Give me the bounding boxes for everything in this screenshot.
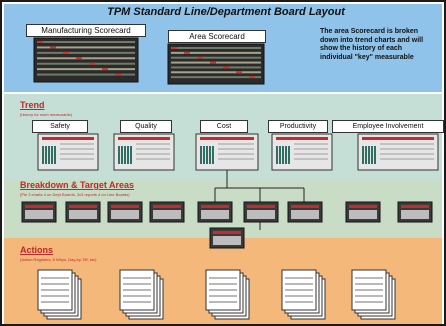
trend-chart-safety-bar (48, 146, 50, 164)
area-scorecard-thumbnail-row (171, 56, 261, 59)
trend-chart-employee-involvement-bar (374, 146, 376, 164)
manufacturing-scorecard-thumbnail-row (37, 46, 135, 49)
trend-chart-cost-bar (200, 146, 202, 164)
trend-chart-productivity-bar (288, 146, 290, 164)
area-scorecard-thumbnail-flag (223, 66, 229, 69)
trend-chart-quality-bar (118, 146, 120, 164)
trend-chart-safety-bar (45, 146, 47, 164)
breakdown-card-5-body (201, 210, 229, 219)
breakdown-card-4-body (153, 210, 181, 219)
trend-chart-employee-involvement-bar (362, 146, 364, 164)
trend-chart-employee-involvement-bar (371, 146, 373, 164)
manufacturing-scorecard-thumbnail-row (37, 62, 135, 65)
actions-subtitle: (Action Registers, 5 Whys, Day-by-Tiff, … (20, 257, 97, 262)
manufacturing-scorecard-thumbnail-row (37, 68, 135, 71)
breakdown-title: Breakdown & Target Areas (20, 180, 135, 190)
area-scorecard-thumbnail-row (171, 76, 261, 79)
manufacturing-scorecard-thumbnail-flag (115, 73, 121, 76)
trend-subtitle: (history for each measurable) (20, 112, 73, 117)
area-scorecard-thumbnail-row (171, 71, 261, 74)
trend-chart-quality-bar (127, 146, 129, 164)
breakdown-card-2-body (69, 210, 97, 219)
manufacturing-scorecard-thumbnail-flag (89, 62, 95, 65)
area-scorecard-thumbnail-flag (210, 61, 216, 64)
trend-chart-safety-bar (51, 146, 53, 164)
area-scorecard-thumbnail-flag (197, 56, 203, 59)
area-scorecard-thumbnail-flag (236, 71, 242, 74)
breakdown-card-1-body (25, 210, 53, 219)
breakdown-card-9-body (401, 210, 429, 219)
breakdown-card-8-body (349, 210, 377, 219)
breakdown-card-lower-body (213, 236, 241, 245)
trend-chart-productivity-bar (276, 146, 278, 164)
trend-pill-safety: Safety (32, 120, 88, 133)
actions-title: Actions (20, 245, 54, 255)
manufacturing-scorecard-thumbnail-row (37, 73, 135, 76)
manufacturing-scorecard-thumbnail-flag (50, 46, 56, 49)
trend-chart-cost-bar (212, 146, 214, 164)
diagram-title: TPM Standard Line/Department Board Layou… (107, 6, 345, 18)
manufacturing-scorecard-thumbnail-flag (37, 41, 43, 43)
area-scorecard-thumbnail-row (171, 51, 261, 54)
trend-chart-employee-involvement-header (362, 137, 434, 140)
trend-chart-productivity-bar (285, 146, 287, 164)
breakdown-card-3-header (111, 205, 139, 208)
breakdown-card-7-header (291, 205, 319, 208)
breakdown-card-4-header (153, 205, 181, 208)
breakdown-card-2-header (69, 205, 97, 208)
breakdown-card-5-header (201, 205, 229, 208)
trend-chart-employee-involvement-bar (368, 146, 370, 164)
breakdown-card-8-header (349, 205, 377, 208)
breakdown-card-6-body (247, 210, 275, 219)
area-scorecard-thumbnail-flag (249, 76, 255, 79)
area-scorecard-thumbnail-row (171, 66, 261, 69)
manufacturing-scorecard-thumbnail-flag (76, 57, 82, 60)
area-scorecard-thumbnail-row (171, 47, 261, 49)
trend-chart-quality-bar (121, 146, 123, 164)
trend-pill-employee-involvement: Employee Involvement (332, 120, 444, 133)
manufacturing-scorecard-thumbnail-flag (102, 68, 108, 71)
breakdown-card-lower-header (213, 231, 241, 234)
manufacturing-scorecard-thumbnail-flag (63, 51, 69, 54)
manufacturing-scorecard-thumbnail-row (37, 51, 135, 54)
breakdown-subtitle: (Pie 3 charts 4 on Dept Boards, 3x3 repo… (20, 192, 130, 197)
breakdown-card-1-header (25, 205, 53, 208)
trend-chart-productivity-header (276, 137, 328, 140)
manufacturing-scorecard-thumbnail-row (37, 41, 135, 43)
area-scorecard-thumbnail-flag (171, 47, 177, 49)
trend-chart-safety-bar (54, 146, 56, 164)
trend-chart-cost-bar (209, 146, 211, 164)
trend-chart-quality-bar (124, 146, 126, 164)
trend-title: Trend (20, 100, 45, 110)
breakdown-card-9-header (401, 205, 429, 208)
trend-chart-cost-header (200, 137, 254, 140)
trend-pill-productivity: Productivity (268, 120, 328, 133)
trend-chart-productivity-bar (282, 146, 284, 164)
trend-chart-employee-involvement-bar (365, 146, 367, 164)
trend-pill-quality: Quality (120, 120, 172, 133)
trend-pill-cost: Cost (200, 120, 248, 133)
trend-chart-safety-header (42, 137, 94, 140)
manufacturing-scorecard-thumbnail-row (37, 57, 135, 60)
trend-chart-quality-header (118, 137, 170, 140)
manufacturing-scorecard-label: Manufacturing Scorecard (26, 24, 146, 37)
breakdown-card-3-body (111, 210, 139, 219)
area-scorecard-note: The area Scorecard is broken down into t… (320, 28, 424, 61)
area-scorecard-label: Area Scorecard (168, 30, 266, 43)
trend-chart-safety-bar (42, 146, 44, 164)
trend-chart-productivity-bar (279, 146, 281, 164)
trend-chart-cost-bar (206, 146, 208, 164)
area-scorecard-thumbnail-flag (184, 51, 190, 54)
trend-chart-quality-bar (130, 146, 132, 164)
breakdown-card-7-body (291, 210, 319, 219)
trend-chart-cost-bar (203, 146, 205, 164)
breakdown-card-6-header (247, 205, 275, 208)
